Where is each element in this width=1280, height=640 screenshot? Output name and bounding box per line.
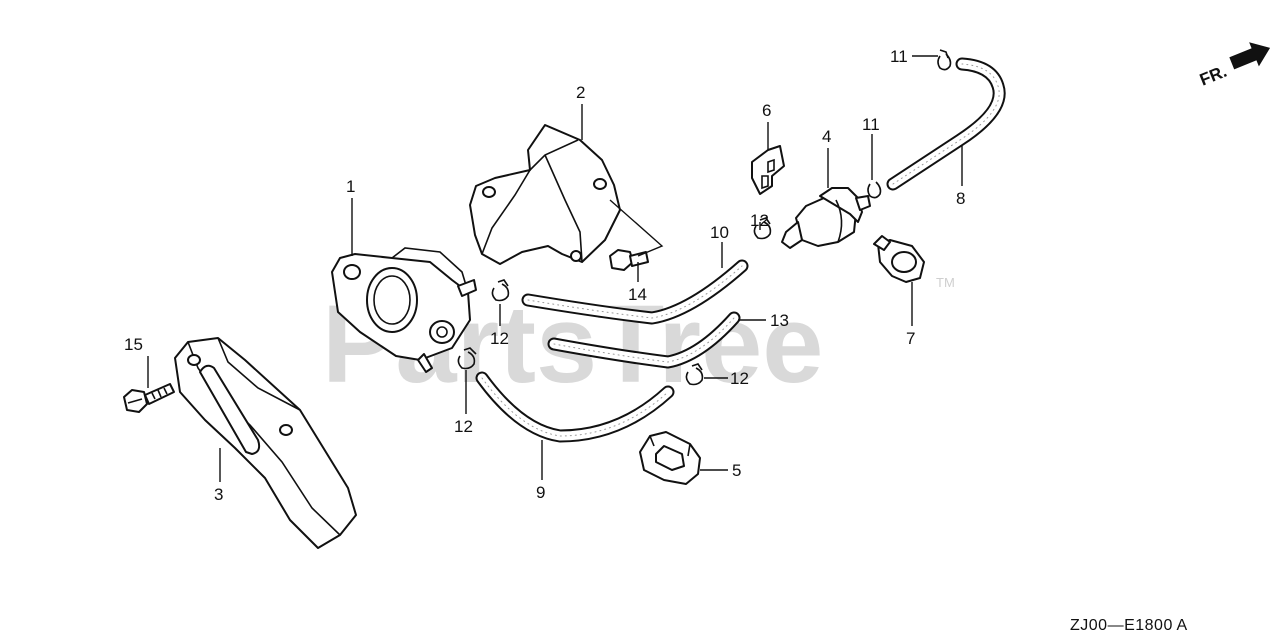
- diagram-code: ZJ00—E1800 A: [1070, 617, 1188, 634]
- front-direction-label: FR.: [1197, 62, 1230, 90]
- callout-1: 1: [346, 177, 355, 196]
- callout-12-b: 12: [454, 417, 473, 436]
- callout-14: 14: [628, 285, 647, 304]
- part-3-bracket: [174, 337, 357, 549]
- part-8-fuel-hose: [886, 57, 1006, 191]
- callout-12-c: 12: [750, 211, 769, 230]
- callout-13: 13: [770, 311, 789, 330]
- part-5-grommet: [639, 431, 701, 485]
- part-14-bolt: [609, 249, 649, 271]
- part-12-clip-c: [753, 217, 772, 240]
- callout-2: 2: [576, 83, 585, 102]
- callout-7: 7: [906, 329, 915, 348]
- callout-15: 15: [124, 335, 143, 354]
- callout-11-lower: 11: [862, 115, 880, 134]
- part-7-clamp: [873, 235, 925, 283]
- part-4-fuel-filter: [781, 187, 871, 249]
- part-12-clip-b: [457, 347, 477, 370]
- callout-6: 6: [762, 101, 771, 120]
- watermark-tm: TM: [936, 275, 955, 290]
- part-12-clip-d: [685, 363, 704, 386]
- part-9-fuel-hose: [475, 371, 675, 443]
- leader-lines: [147, 55, 963, 482]
- callout-9: 9: [536, 483, 545, 502]
- part-13-fuel-hose: [547, 311, 741, 369]
- callout-4: 4: [822, 127, 831, 146]
- part-1-fuel-pump: [331, 247, 477, 373]
- callout-10: 10: [710, 223, 729, 242]
- part-11-clip-lower: [867, 181, 882, 199]
- part-6-clip: [751, 145, 785, 195]
- part-2-pump-cover: [469, 124, 621, 265]
- front-direction-arrow-icon: [1229, 42, 1271, 70]
- part-11-clip-upper: [937, 49, 952, 71]
- callout-12-a: 12: [490, 329, 509, 348]
- callout-11-upper: 11: [890, 47, 908, 66]
- part-12-clip-a: [491, 279, 510, 302]
- callout-5: 5: [732, 461, 741, 480]
- front-direction-marker: FR.: [1197, 42, 1271, 90]
- callout-3: 3: [214, 485, 223, 504]
- callouts: 1 2 3 4 5 6 7 8 9 10 11 11 12 12 12 12 1…: [124, 47, 965, 504]
- part-15-flange-bolt: [123, 383, 175, 413]
- callout-12-d: 12: [730, 369, 749, 388]
- part-10-fuel-hose: [521, 259, 749, 325]
- callout-8: 8: [956, 189, 965, 208]
